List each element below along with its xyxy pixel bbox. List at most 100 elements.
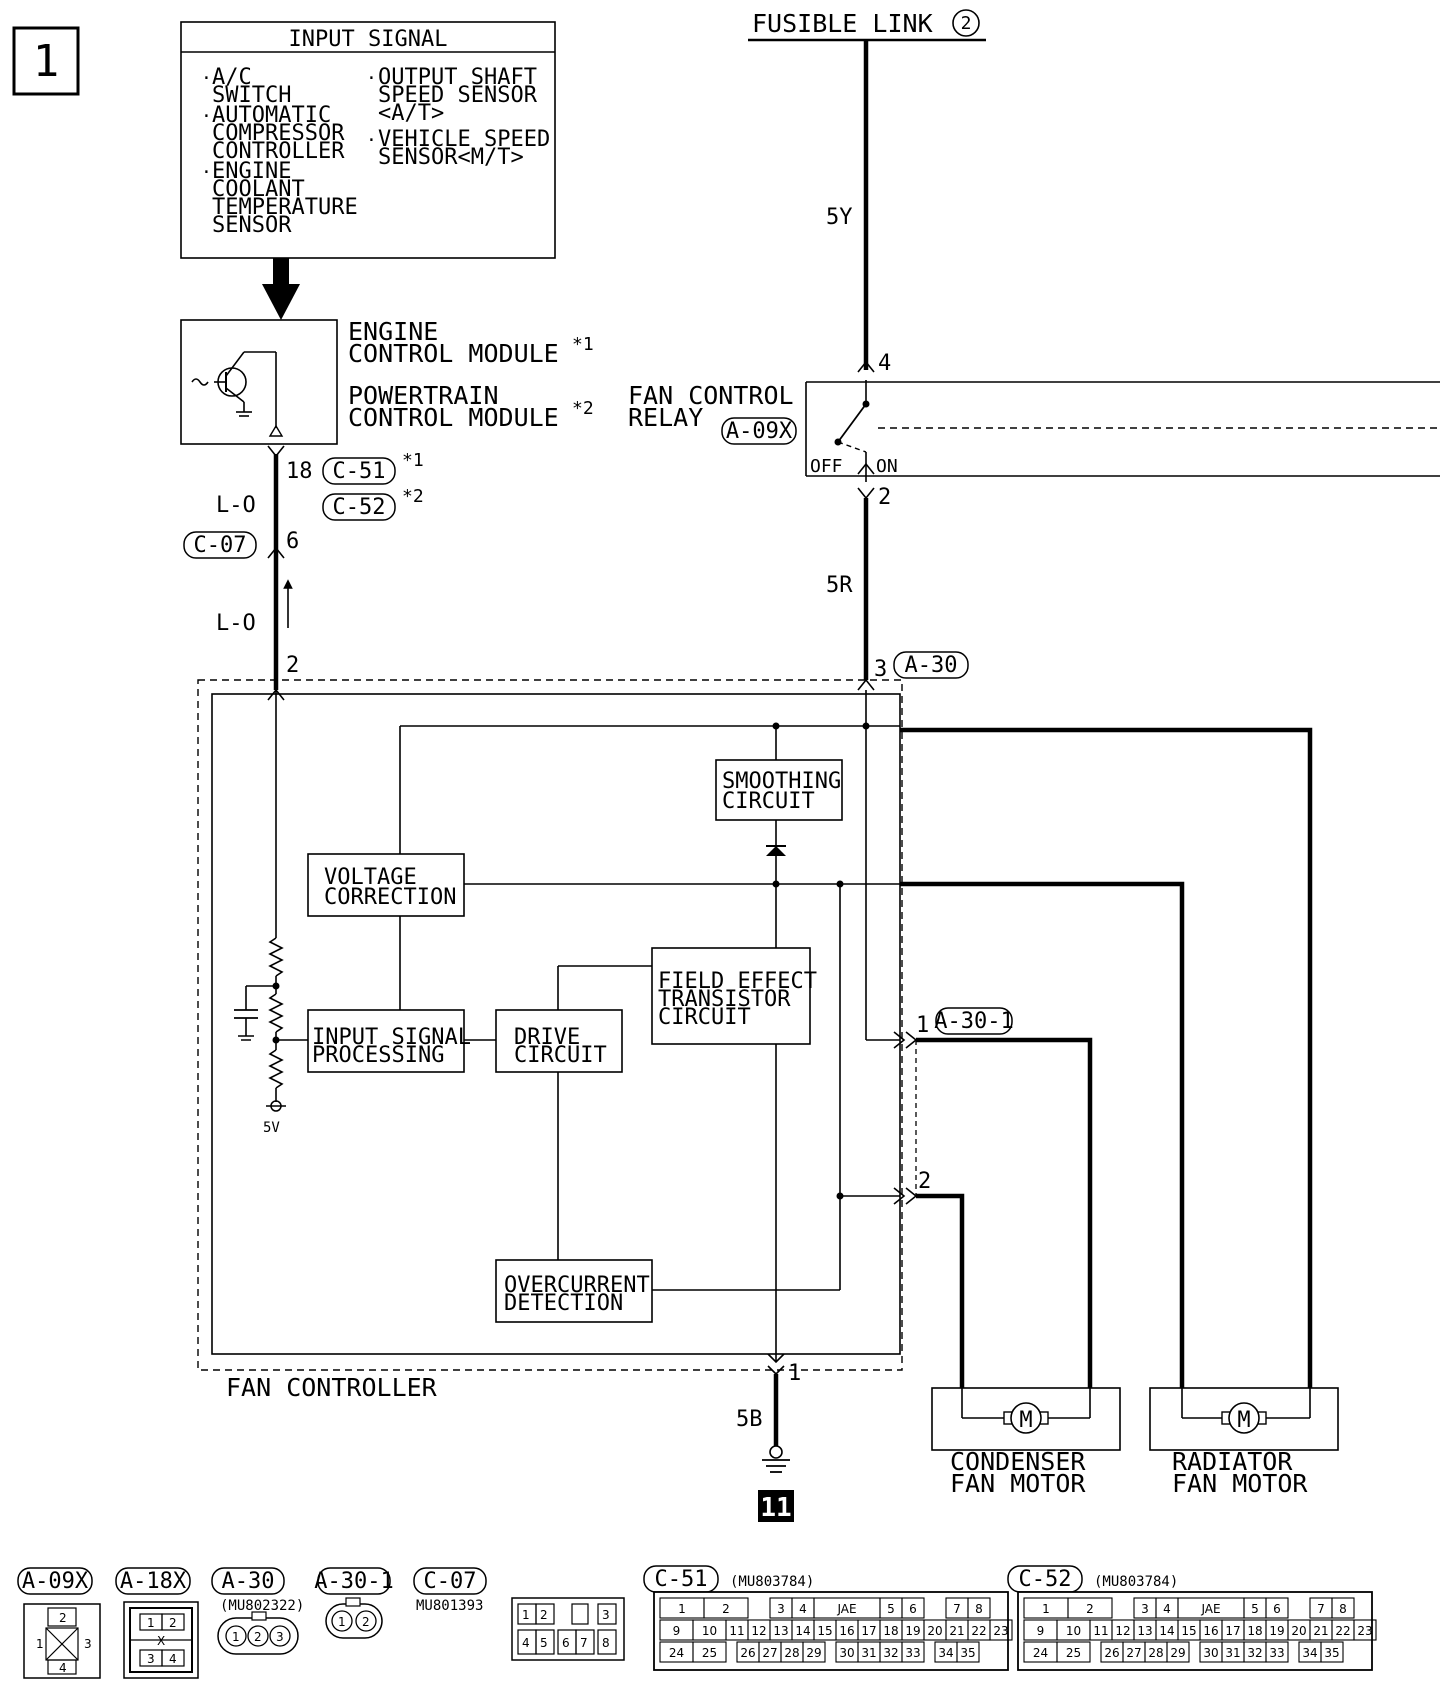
fet-line2: TRANSISTOR xyxy=(658,987,791,1012)
fan-controller-inner xyxy=(211,693,901,1355)
ecu-pin: 24 xyxy=(669,1646,684,1660)
overcurrent-line1: OVERCURRENT xyxy=(504,1273,650,1298)
smoothing-circuit-block xyxy=(715,759,843,821)
svg-text:1: 1 xyxy=(522,1608,530,1622)
relay-on-label: ON xyxy=(876,456,898,477)
legend-c51-name: C-51 xyxy=(655,1567,708,1592)
fet-line3: CIRCUIT xyxy=(658,1005,751,1030)
ecu-pin: 15 xyxy=(817,1624,832,1638)
ecu-pin: 4 xyxy=(1163,1602,1171,1616)
conn-a30-badge xyxy=(893,651,969,679)
pcm-note2: *2 xyxy=(572,398,594,419)
signal-arrow xyxy=(262,258,300,320)
legend-c07-part: MU801393 xyxy=(416,1598,483,1614)
ecu-pin: 30 xyxy=(1203,1646,1218,1660)
ecu-pin: 34 xyxy=(1302,1646,1317,1660)
legend-a18x-name: A-18X xyxy=(120,1569,187,1594)
svg-text:5: 5 xyxy=(540,1636,548,1650)
pin-6-connector xyxy=(267,546,285,559)
ecu-pin: 27 xyxy=(1126,1646,1141,1660)
fan-controller-outer xyxy=(197,679,903,1371)
pin-6-label: 6 xyxy=(286,529,299,554)
svg-text:3: 3 xyxy=(147,1652,155,1666)
svg-text:7: 7 xyxy=(580,1636,588,1650)
ecu-pin: 7 xyxy=(1317,1602,1325,1616)
ecu-pin: 21 xyxy=(1313,1624,1328,1638)
legend-a30-part: (MU802322) xyxy=(220,1598,304,1614)
ecu-pin: 2 xyxy=(722,1602,730,1616)
legend-a09x-name: A-09X xyxy=(22,1569,89,1594)
radiator-motor-wires xyxy=(900,727,1313,1388)
ecm-line1b: CONTROL MODULE xyxy=(348,339,559,368)
condenser-label-2: FAN MOTOR xyxy=(950,1469,1086,1498)
svg-text:·: · xyxy=(366,68,377,89)
ecu-pin: 33 xyxy=(905,1646,920,1660)
pin-4-label: 4 xyxy=(878,351,891,376)
ecu-pin: 22 xyxy=(971,1624,986,1638)
ecu-pin: 21 xyxy=(949,1624,964,1638)
drive-circuit-block xyxy=(495,1009,623,1073)
ecu-pin: 20 xyxy=(927,1624,942,1638)
ecu-pin: 29 xyxy=(1170,1646,1185,1660)
ecu-pin: 28 xyxy=(784,1646,799,1660)
pin-2-motor-label: 2 xyxy=(918,1169,931,1194)
ecu-pin: 1 xyxy=(678,1602,686,1616)
ecu-pin: 16 xyxy=(1203,1624,1218,1638)
radiator-motor-symbol: M xyxy=(1237,1408,1250,1433)
wire-5B-label: 5B xyxy=(736,1407,763,1432)
ecu-pin: 25 xyxy=(1066,1646,1081,1660)
conn-c51-label: C-51 xyxy=(333,459,386,484)
ecu-pin: 1 xyxy=(1042,1602,1050,1616)
pin-4-connector xyxy=(857,360,875,373)
ecu-pin: 29 xyxy=(806,1646,821,1660)
pcm-line2b: CONTROL MODULE xyxy=(348,403,559,432)
ecu-pin: 8 xyxy=(1339,1602,1347,1616)
ecu-pin: 11 xyxy=(1093,1624,1108,1638)
conn-c52-label: C-52 xyxy=(333,495,386,520)
pin-3-label: 3 xyxy=(874,657,887,682)
input-auto-comp-2: COMPRESSOR xyxy=(212,121,345,146)
ecu-pin: 8 xyxy=(975,1602,983,1616)
svg-text:2: 2 xyxy=(362,1615,370,1629)
connector-legend: A-09X 1 2 3 4 A-18X 1 2 X 3 xyxy=(17,1565,1178,1679)
relay-box xyxy=(805,380,1440,482)
smoothing-line2: CIRCUIT xyxy=(722,789,815,814)
ecu-pin: JAE xyxy=(836,1602,856,1616)
ecu-pin: 9 xyxy=(673,1624,681,1638)
ecu-pin: 25 xyxy=(702,1646,717,1660)
motor-connector-a30-1 xyxy=(893,1031,918,1205)
input-signal-title: INPUT SIGNAL xyxy=(289,27,448,52)
page-number: 1 xyxy=(33,36,60,87)
radiator-motor-icon xyxy=(1228,1402,1260,1434)
ecu-pin: 9 xyxy=(1037,1624,1045,1638)
input-ect: ENGINE xyxy=(212,159,291,184)
supply-5v-label: 5V xyxy=(263,1120,280,1136)
svg-text:1: 1 xyxy=(232,1630,240,1644)
ecu-pin: 23 xyxy=(1357,1624,1372,1638)
conn-c07-badge xyxy=(183,531,257,559)
input-vss: VEHICLE SPEED xyxy=(378,127,550,152)
ecu-pin: 20 xyxy=(1291,1624,1306,1638)
svg-text:2: 2 xyxy=(169,1616,177,1630)
resistor-2-icon xyxy=(268,993,284,1033)
input-ac-switch: A/C xyxy=(212,65,252,90)
ecm-line1a: ENGINE xyxy=(348,317,438,346)
pin-3-connector xyxy=(857,678,875,691)
ecu-pin: 19 xyxy=(1269,1624,1284,1638)
resistor-1-icon xyxy=(268,937,284,977)
ecu-pin: 10 xyxy=(1066,1624,1081,1638)
ecu-pin: 14 xyxy=(795,1624,810,1638)
input-oss: OUTPUT SHAFT xyxy=(378,65,537,90)
resistor-3-icon xyxy=(268,1049,284,1089)
svg-text:2: 2 xyxy=(254,1630,262,1644)
conn-c52-note: *2 xyxy=(402,486,424,507)
ecu-pin: 22 xyxy=(1335,1624,1350,1638)
ecu-pin: 18 xyxy=(883,1624,898,1638)
relay-off-label: OFF xyxy=(810,456,843,477)
radiator-label-2: FAN MOTOR xyxy=(1172,1469,1308,1498)
condenser-label-1: CONDENSER xyxy=(950,1447,1086,1476)
ecu-pin: 32 xyxy=(883,1646,898,1660)
input-signal-box: INPUT SIGNAL · A/C SWITCH · AUTOMATIC CO… xyxy=(180,21,556,259)
